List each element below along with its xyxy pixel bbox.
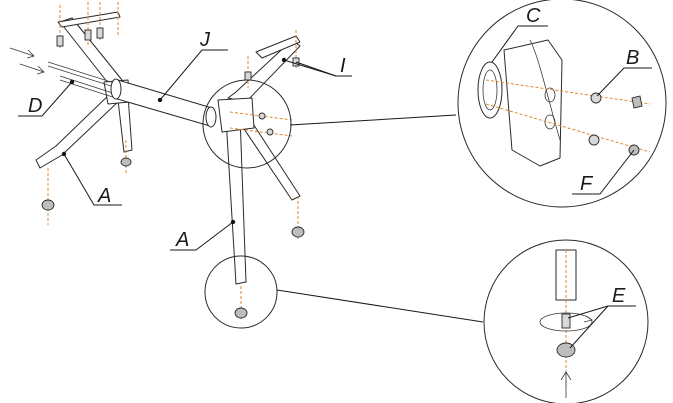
- right-leg-hub: [217, 97, 255, 133]
- left-top-crossbar: [57, 11, 121, 28]
- leader-a-right: [170, 221, 234, 251]
- left-leg-upper-arm: [59, 17, 123, 89]
- bolt-head-icon: [588, 134, 600, 146]
- callout-label-i: I: [340, 55, 346, 77]
- right-top-crossbar: [255, 35, 301, 59]
- leader-c: [491, 25, 548, 63]
- nut-icon: [41, 199, 55, 211]
- foot-nut-icon: [556, 342, 576, 358]
- screw-icon: [258, 112, 266, 120]
- insert-arrow-icon: [9, 47, 35, 59]
- leader-a-left: [63, 153, 122, 206]
- callout-label-a: A: [175, 229, 189, 251]
- bolt-hole: [544, 114, 556, 130]
- leader-i: [283, 59, 337, 77]
- detail-leg-plate: [503, 39, 563, 167]
- leader-e: [569, 305, 609, 349]
- detail-view-top: [457, 0, 667, 208]
- callout-label-j: J: [199, 29, 211, 51]
- tube-end: [205, 106, 217, 128]
- callout-label-d: D: [28, 95, 42, 117]
- marker-dot: [61, 151, 67, 157]
- axis-line: [229, 127, 293, 137]
- rotate-arrow-icon: [583, 315, 593, 323]
- axis-line: [485, 103, 651, 153]
- callout-label-a: A: [97, 185, 111, 207]
- nut-icon: [291, 226, 305, 238]
- nut-icon: [120, 157, 132, 167]
- up-arrow-icon: [560, 371, 572, 398]
- callout-leaders: [18, 25, 652, 349]
- axis-line: [485, 79, 651, 105]
- bolt-hole: [544, 87, 556, 103]
- detail-view-bottom: [483, 239, 649, 403]
- screw-icon: [266, 128, 274, 136]
- screw-icon: [244, 71, 252, 81]
- detail-connector-line: [289, 114, 457, 126]
- screw-icon: [96, 27, 104, 39]
- leader-j: [159, 49, 228, 101]
- leader-b: [596, 67, 652, 97]
- leader-f: [572, 149, 635, 195]
- tube-end: [110, 78, 122, 100]
- rotation-arc: [539, 312, 593, 332]
- detail-source-circle: [204, 255, 278, 329]
- left-leg-down-arm: [117, 95, 133, 153]
- tube-ring-inner: [482, 69, 498, 111]
- screw-icon: [56, 35, 64, 47]
- detail-source-circle: [202, 79, 292, 169]
- screw-icon: [84, 29, 92, 41]
- callout-label-e: E: [612, 285, 626, 307]
- detail-plate-edge: [529, 39, 561, 141]
- right-leg-down-arm: [225, 115, 247, 285]
- bolt-head-icon: [590, 92, 602, 104]
- callout-label-f: F: [580, 173, 594, 195]
- right-leg-assembly: [217, 30, 305, 320]
- insert-arrow-icon: [19, 63, 45, 75]
- detail-connector-line: [276, 289, 484, 323]
- nut-icon: [234, 307, 248, 319]
- cap-icon: [631, 95, 643, 109]
- callout-label-b: B: [626, 47, 639, 69]
- leader-d: [18, 81, 73, 117]
- screw-icon: [561, 313, 571, 329]
- tube-ring: [477, 61, 503, 119]
- callout-label-c: C: [526, 5, 541, 27]
